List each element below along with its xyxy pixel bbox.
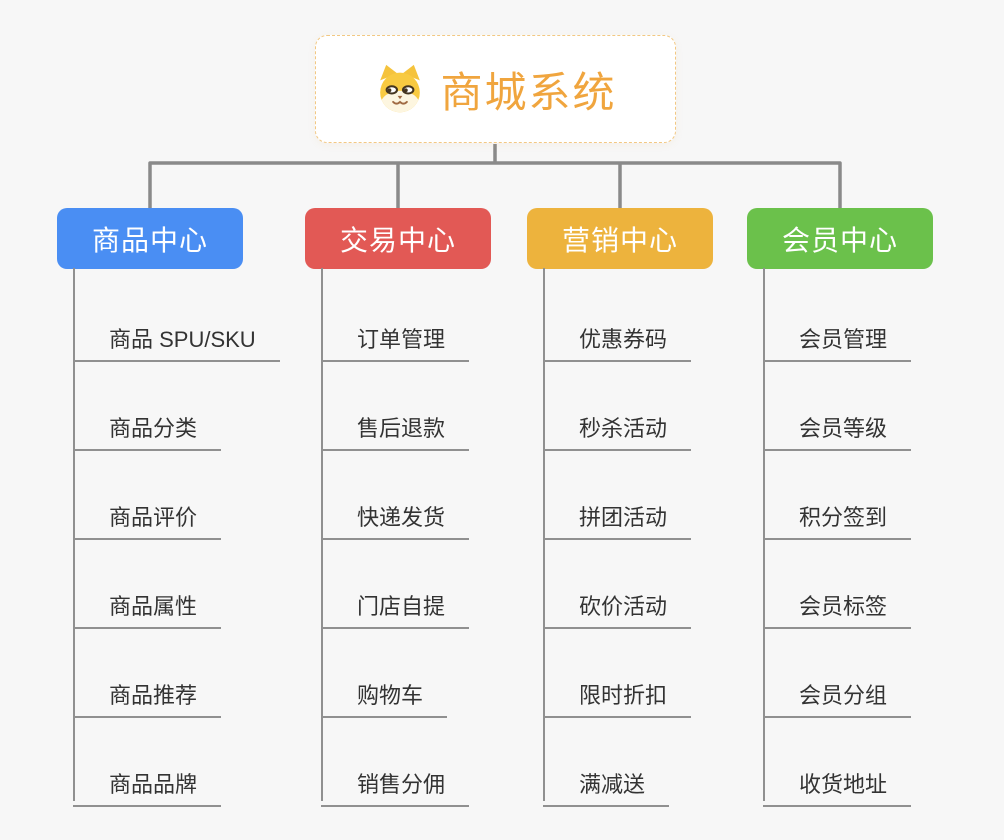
leaf-node[interactable]: 优惠券码 xyxy=(543,314,692,362)
leaf-node[interactable]: 门店自提 xyxy=(321,581,470,629)
leaf-node[interactable]: 售后退款 xyxy=(321,403,470,451)
leaf-node-label: 会员分组 xyxy=(799,683,888,708)
branch-node-trade-center[interactable]: 交易中心 xyxy=(305,208,491,269)
branch-node-member-center[interactable]: 会员中心 xyxy=(747,208,933,269)
leaf-node-label: 商品评价 xyxy=(109,505,198,530)
branch-node-label: 营销中心 xyxy=(561,224,678,256)
leaf-node-label: 限时折扣 xyxy=(579,683,668,708)
leaf-node[interactable]: 收货地址 xyxy=(763,759,912,807)
leaf-node[interactable]: 会员管理 xyxy=(763,314,912,362)
leaf-node-label: 会员标签 xyxy=(799,594,888,619)
branch-node-product-center[interactable]: 商品中心 xyxy=(57,208,243,269)
leaf-node-label: 积分签到 xyxy=(799,505,888,530)
leaf-node-label: 商品 SPU/SKU xyxy=(109,327,256,352)
leaf-node-label: 商品品牌 xyxy=(109,772,198,797)
leaf-node[interactable]: 商品推荐 xyxy=(73,670,222,718)
leaf-node[interactable]: 限时折扣 xyxy=(543,670,692,718)
leaf-node[interactable]: 订单管理 xyxy=(321,314,470,362)
leaf-node-label: 会员等级 xyxy=(799,416,888,441)
leaf-node-label: 商品推荐 xyxy=(109,683,198,708)
leaf-node[interactable]: 积分签到 xyxy=(763,492,912,540)
leaf-node[interactable]: 满减送 xyxy=(543,759,670,807)
leaf-node-label: 优惠券码 xyxy=(579,327,668,352)
branch-node-label: 交易中心 xyxy=(339,224,456,256)
branch-trunk-line xyxy=(321,268,323,801)
leaf-node[interactable]: 秒杀活动 xyxy=(543,403,692,451)
leaf-node[interactable]: 会员分组 xyxy=(763,670,912,718)
leaf-node-label: 商品分类 xyxy=(109,416,198,441)
leaf-node[interactable]: 拼团活动 xyxy=(543,492,692,540)
leaf-node[interactable]: 商品 SPU/SKU xyxy=(73,314,280,362)
leaf-node[interactable]: 销售分佣 xyxy=(321,759,470,807)
branch-trunk-line xyxy=(763,268,765,801)
branch-node-marketing-center[interactable]: 营销中心 xyxy=(527,208,713,269)
root-node[interactable]: 商城系统 xyxy=(315,35,676,143)
leaf-node-label: 满减送 xyxy=(579,772,646,797)
leaf-node[interactable]: 商品评价 xyxy=(73,492,222,540)
leaf-node[interactable]: 商品分类 xyxy=(73,403,222,451)
leaf-node-label: 销售分佣 xyxy=(357,772,446,797)
leaf-node-label: 会员管理 xyxy=(799,327,888,352)
leaf-node[interactable]: 购物车 xyxy=(321,670,448,718)
leaf-node-label: 快递发货 xyxy=(357,505,446,530)
leaf-node-label: 砍价活动 xyxy=(579,594,668,619)
leaf-node-label: 收货地址 xyxy=(799,772,888,797)
root-title: 商城系统 xyxy=(440,68,617,116)
leaf-node-label: 商品属性 xyxy=(109,594,198,619)
leaf-node[interactable]: 会员标签 xyxy=(763,581,912,629)
branch-node-label: 商品中心 xyxy=(91,224,208,256)
leaf-node-label: 订单管理 xyxy=(357,327,446,352)
branch-trunk-line xyxy=(543,268,545,801)
leaf-node-label: 购物车 xyxy=(357,683,424,708)
leaf-node[interactable]: 商品属性 xyxy=(73,581,222,629)
leaf-node[interactable]: 砍价活动 xyxy=(543,581,692,629)
branch-trunk-line xyxy=(73,268,75,801)
leaf-node[interactable]: 会员等级 xyxy=(763,403,912,451)
leaf-node[interactable]: 商品品牌 xyxy=(73,759,222,807)
leaf-node-label: 秒杀活动 xyxy=(579,416,668,441)
branch-node-label: 会员中心 xyxy=(781,224,898,256)
leaf-node[interactable]: 快递发货 xyxy=(321,492,470,540)
leaf-node-label: 门店自提 xyxy=(357,594,446,619)
leaf-node-label: 拼团活动 xyxy=(579,505,668,530)
shiba-dog-icon xyxy=(374,64,426,114)
leaf-node-label: 售后退款 xyxy=(357,416,446,441)
